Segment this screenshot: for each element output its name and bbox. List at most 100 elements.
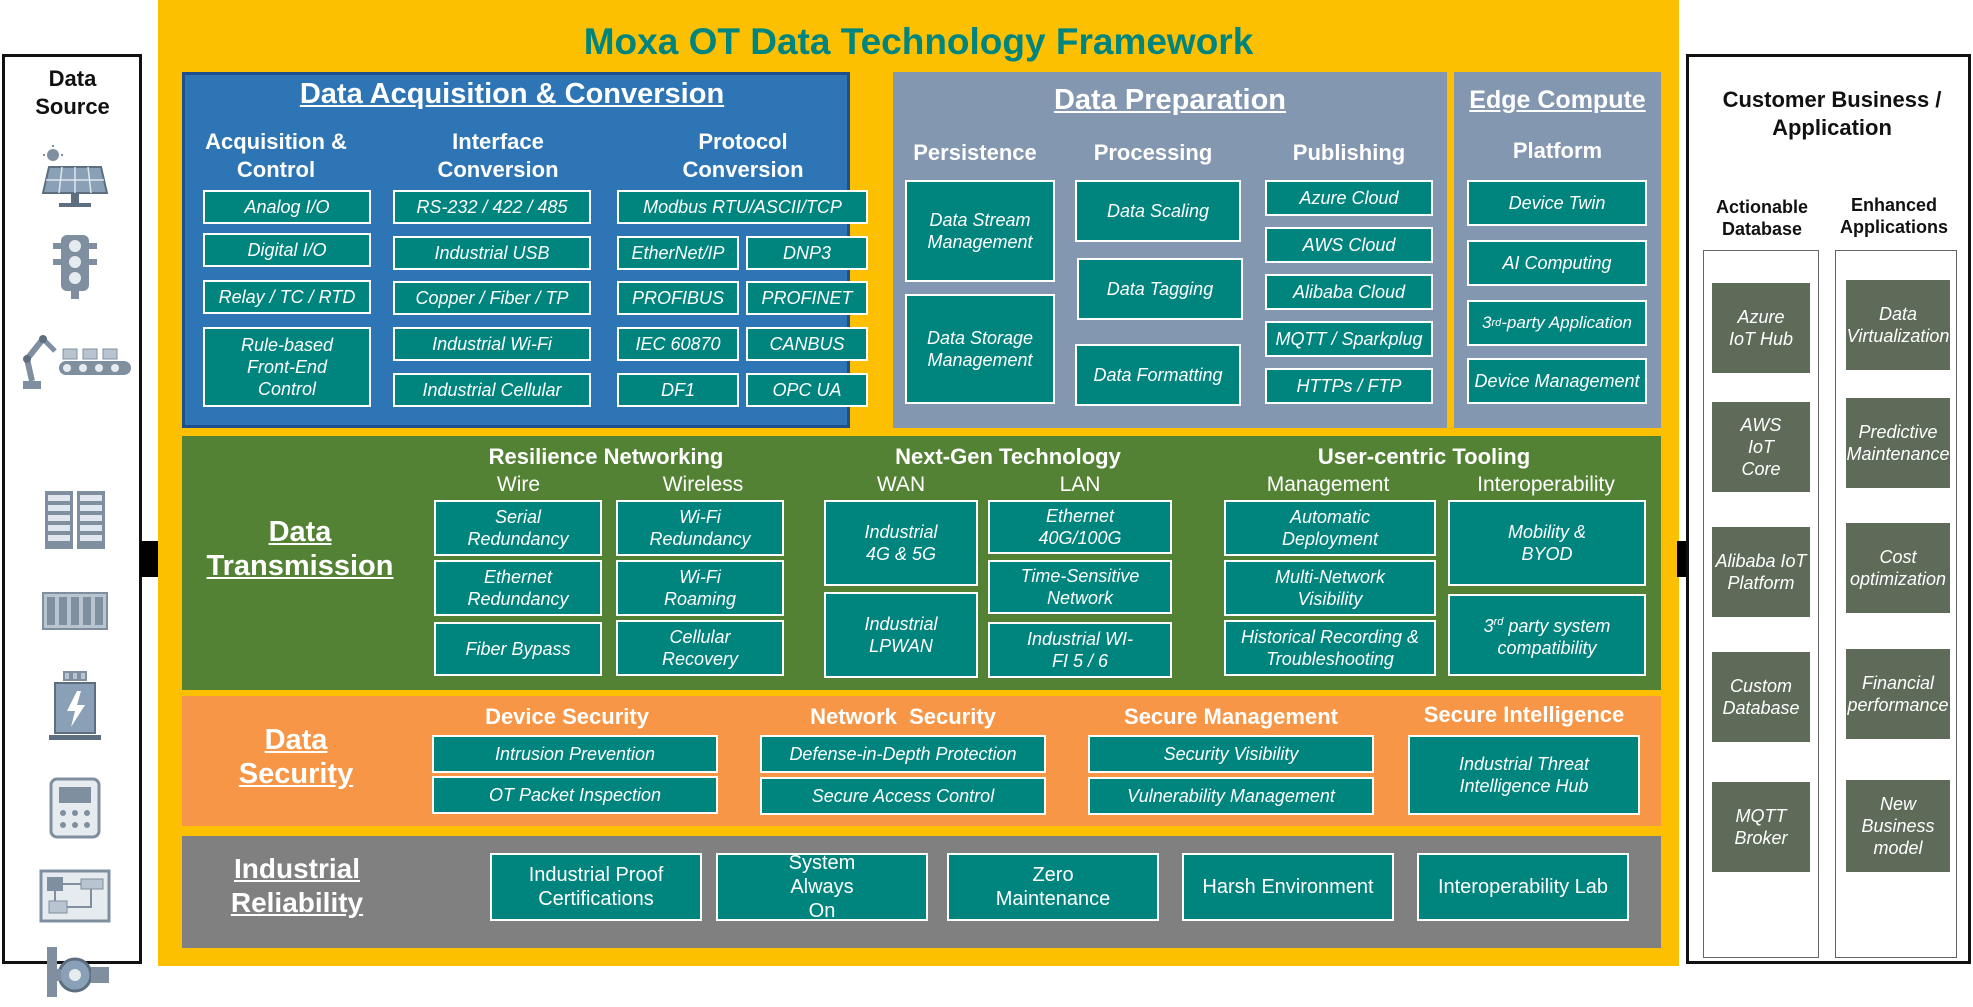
financial-performance: Financial performance (1846, 649, 1950, 739)
wireless-title: Wireless (662, 473, 744, 496)
device-security-title: Device Security (485, 704, 649, 729)
intrusion-prevention: Intrusion Prevention (432, 735, 718, 773)
mobility-byod: Mobility & BYOD (1448, 500, 1646, 586)
robot-arm-conveyor-icon (23, 335, 131, 389)
copper-fiber-tp: Copper / Fiber / TP (393, 281, 591, 315)
industrial-lpwan: Industrial LPWAN (824, 592, 978, 678)
secure-intelligence-title: Secure Intelligence (1423, 702, 1625, 727)
https-ftp: HTTPs / FTP (1265, 368, 1433, 404)
enhanced-apps-column (1835, 250, 1957, 958)
customer-title: Customer Business / Application (1722, 87, 1942, 140)
acquisition-title: Data Acquisition & Conversion (299, 78, 725, 110)
acq-col2-title: Interface Conversion (437, 129, 559, 182)
custom-database: Custom Database (1712, 652, 1810, 742)
framework-title: Moxa OT Data Technology Framework (583, 21, 1254, 62)
traffic-light-icon (53, 235, 97, 299)
data-storage-management: Data Storage Management (905, 294, 1055, 404)
interoperability-lab: Interoperability Lab (1417, 853, 1629, 921)
third-party-compat-text: 3rd party system compatibility (1460, 611, 1634, 659)
azure-iot-hub: Azure IoT Hub (1712, 283, 1810, 373)
automatic-deployment: Automatic Deployment (1224, 500, 1436, 556)
new-business-model: New Business model (1846, 780, 1950, 872)
historical-recording: Historical Recording & Troubleshooting (1224, 620, 1436, 676)
relay-tc-rtd: Relay / TC / RTD (203, 280, 371, 314)
mqtt-broker: MQTT Broker (1712, 782, 1810, 872)
ai-computing: AI Computing (1467, 240, 1647, 286)
interoperability-title: Interoperability (1477, 473, 1615, 496)
secure-access-control: Secure Access Control (760, 777, 1046, 815)
multi-network-visibility: Multi-Network Visibility (1224, 560, 1436, 616)
analog-io: Analog I/O (203, 190, 371, 224)
lan-title: LAN (1059, 473, 1101, 496)
security-title-line1: Data (264, 724, 328, 756)
profibus: PROFIBUS (617, 281, 739, 315)
edge-title: Edge Compute (1469, 86, 1646, 114)
mqtt-sparkplug: MQTT / Sparkplug (1265, 321, 1433, 357)
cellular-recovery: Cellular Recovery (616, 620, 784, 676)
defense-in-depth: Defense-in-Depth Protection (760, 735, 1046, 773)
transmission-title-line2: Transmission (206, 550, 394, 582)
data-formatting: Data Formatting (1075, 344, 1241, 406)
alibaba-iot-platform: Alibaba IoT Platform (1712, 527, 1810, 617)
transformer-icon (49, 671, 101, 740)
tooling-title: User-centric Tooling (1317, 444, 1531, 469)
rule-based-control: Rule-based Front-End Control (203, 327, 371, 407)
device-management: Device Management (1467, 358, 1647, 404)
aws-iot-core: AWS IoT Core (1712, 402, 1810, 492)
publishing-title: Publishing (1292, 140, 1406, 165)
network-security-title: Network Security (810, 704, 996, 729)
digital-io: Digital I/O (203, 233, 371, 267)
data-source-title: Data Source (35, 66, 110, 119)
platform-title: Platform (1512, 138, 1603, 163)
security-visibility: Security Visibility (1088, 735, 1374, 773)
preparation-title: Data Preparation (1053, 84, 1287, 116)
pump-icon (47, 947, 109, 997)
serial-redundancy: Serial Redundancy (434, 500, 602, 556)
server-rack-icon (45, 491, 105, 549)
actionable-db-column (1703, 250, 1819, 958)
ot-packet-inspection: OT Packet Inspection (432, 776, 718, 814)
third-party-compat-suffix: rd (1493, 616, 1504, 628)
fiber-bypass: Fiber Bypass (434, 622, 602, 676)
aws-cloud: AWS Cloud (1265, 227, 1433, 263)
management-title: Management (1266, 473, 1390, 496)
system-always-on: System Always On (716, 852, 928, 922)
opc-ua: OPC UA (746, 373, 868, 407)
industrial-wifi-5-6: Industrial WI-FI 5 / 6 (988, 622, 1172, 678)
vulnerability-management: Vulnerability Management (1088, 777, 1374, 815)
nextgen-title: Next-Gen Technology (895, 444, 1121, 469)
persistence-title: Persistence (913, 140, 1037, 165)
wifi-roaming: Wi-Fi Roaming (616, 560, 784, 616)
ethernet-redundancy: Ethernet Redundancy (434, 560, 602, 616)
predictive-maintenance: Predictive Maintenance (1846, 398, 1950, 488)
industrial-4g-5g: Industrial 4G & 5G (824, 500, 978, 586)
circuit-board-icon (39, 869, 111, 923)
solar-panel-icon (41, 145, 109, 207)
rs232-422-485: RS-232 / 422 / 485 (393, 190, 591, 224)
third-party-compatibility: 3rd party system compatibility (1448, 594, 1646, 676)
data-scaling: Data Scaling (1075, 180, 1241, 242)
third-party-app-suffix: rd (1491, 317, 1502, 329)
dnp3: DNP3 (746, 236, 868, 270)
wifi-redundancy: Wi-Fi Redundancy (616, 500, 784, 556)
meter-icon (49, 777, 101, 839)
cost-optimization: Cost optimization (1846, 523, 1950, 613)
third-party-compat-label: party system compatibility (1497, 616, 1611, 658)
enhanced-apps-title: Enhanced Applications (1839, 195, 1948, 237)
modbus: Modbus RTU/ASCII/TCP (617, 190, 868, 224)
harsh-environment: Harsh Environment (1182, 853, 1394, 921)
reliability-title-line2: Reliability (230, 887, 364, 918)
df1: DF1 (617, 373, 739, 407)
actionable-db-title: Actionable Database (1715, 197, 1808, 239)
left-connector (140, 541, 160, 577)
acq-col1-title: Acquisition & Control (205, 129, 347, 182)
security-title-line2: Security (238, 758, 354, 790)
wan-title: WAN (876, 473, 926, 496)
plc-icon (42, 592, 108, 630)
secure-management-title: Secure Management (1124, 704, 1338, 729)
data-virtualization: Data Virtualization (1846, 280, 1950, 370)
industrial-cellular: Industrial Cellular (393, 373, 591, 407)
alibaba-cloud: Alibaba Cloud (1265, 274, 1433, 310)
processing-title: Processing (1093, 140, 1213, 165)
